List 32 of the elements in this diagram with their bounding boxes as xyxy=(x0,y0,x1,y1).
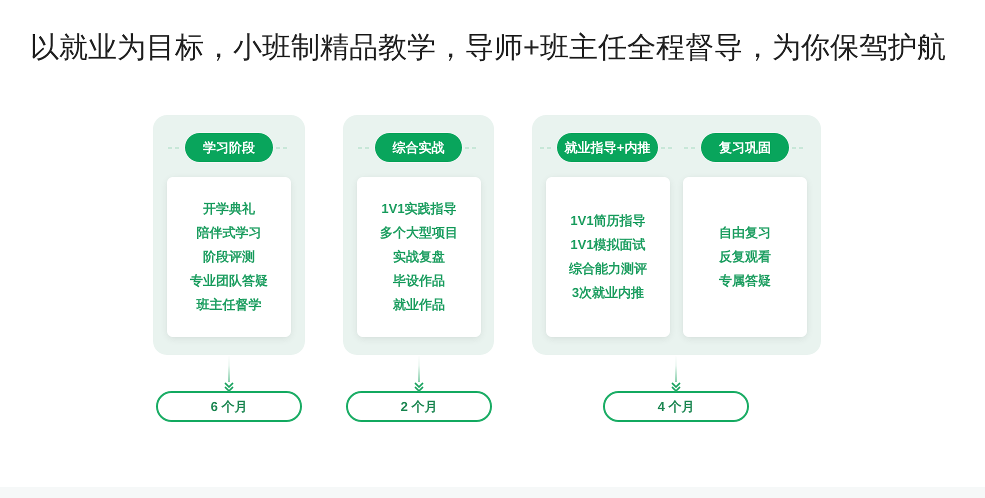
list-item: 自由复习 xyxy=(719,224,771,242)
list-item: 就业作品 xyxy=(393,296,445,314)
content-card xyxy=(683,177,807,337)
stage-panel xyxy=(343,115,494,355)
page-title: 以就业为目标，小班制精品教学，导师+班主任全程督导，为你保驾护航 xyxy=(30,31,946,66)
stage-label: 就业指导+内推 xyxy=(557,133,658,162)
list-item: 开学典礼 xyxy=(203,200,255,218)
list-item: 1V1简历指导 xyxy=(570,212,646,230)
list-item: 1V1实践指导 xyxy=(381,200,457,218)
duration-label: 4 个月 xyxy=(603,391,749,422)
list-item: 陪伴式学习 xyxy=(196,224,262,242)
list-item: 综合能力测评 xyxy=(569,260,647,278)
list-item: 专业团队答疑 xyxy=(190,272,268,290)
list-item: 多个大型项目 xyxy=(380,224,458,242)
duration-label: 6 个月 xyxy=(156,391,302,422)
stage-label: 学习阶段 xyxy=(185,133,273,162)
stage-panel xyxy=(153,115,305,355)
duration-label: 2 个月 xyxy=(346,391,492,422)
list-item: 班主任督学 xyxy=(196,296,262,314)
list-item: 1V1模拟面试 xyxy=(570,236,646,254)
content-card xyxy=(357,177,481,337)
list-item: 阶段评测 xyxy=(203,248,255,266)
stage-label: 复习巩固 xyxy=(701,133,789,162)
list-item: 反复观看 xyxy=(719,248,771,266)
content-card xyxy=(167,177,291,337)
list-item: 3次就业内推 xyxy=(572,284,644,302)
list-item: 实战复盘 xyxy=(393,248,445,266)
content-card xyxy=(546,177,670,337)
stage-panel xyxy=(532,115,821,355)
list-item: 毕设作品 xyxy=(393,272,445,290)
list-item: 专属答疑 xyxy=(719,272,771,290)
stage-label: 综合实战 xyxy=(375,133,462,162)
